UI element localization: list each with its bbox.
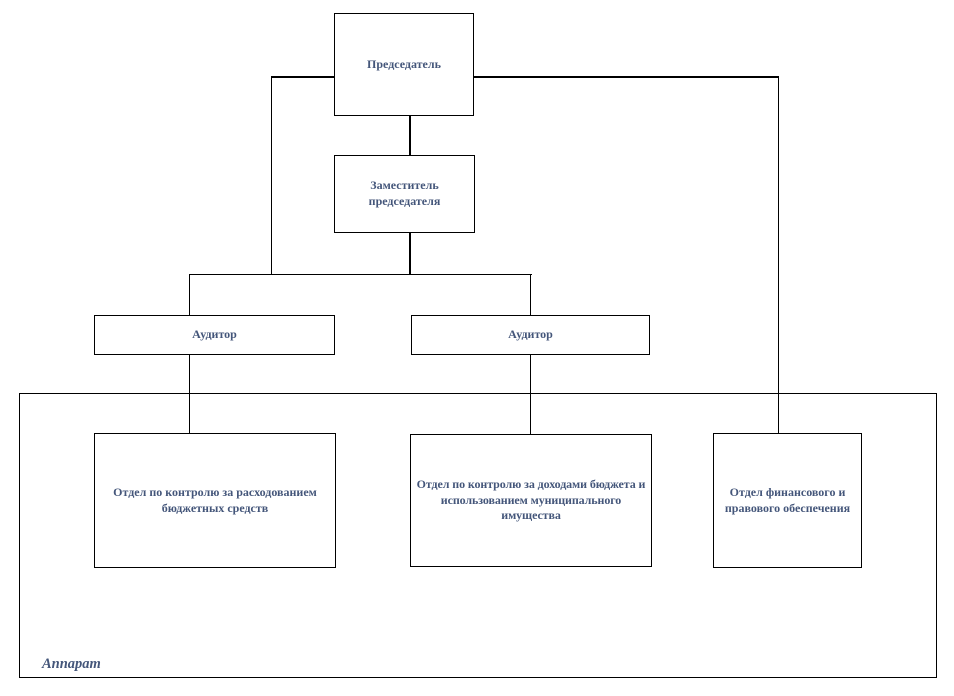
node-auditor-left: Аудитор (94, 315, 335, 355)
node-chairman-label: Председатель (367, 56, 441, 71)
connector-auditors-horizontal (188, 273, 532, 275)
node-dept-budget-revenue-municipal-property: Отдел по контролю за доходами бюджета и … (410, 434, 652, 567)
node-auditor-right: Аудитор (411, 315, 650, 355)
node-dept-financial-legal-support: Отдел финансового и правового обеспечени… (713, 433, 862, 568)
node-auditor-left-label: Аудитор (192, 327, 237, 342)
node-deputy-chairman-label: Заместитель председателя (368, 178, 441, 208)
node-chairman: Председатель (334, 13, 474, 116)
connector-chairman-right-vertical (777, 76, 779, 434)
node-dept-budget-expenditure-control: Отдел по контролю за расходованием бюдже… (94, 433, 336, 568)
connector-chairman-left-vertical (270, 76, 272, 275)
node-dept-financial-legal-support-label: Отдел финансового и правового обеспечени… (724, 484, 851, 515)
node-auditor-right-label: Аудитор (508, 327, 553, 342)
node-deputy-chairman: Заместитель председателя (334, 155, 475, 233)
apparatus-label: Аппарат (42, 656, 101, 672)
node-dept-budget-revenue-municipal-property-label: Отдел по контролю за доходами бюджета и … (416, 476, 646, 523)
connector-chairman-horizontal (271, 76, 778, 78)
node-dept-budget-expenditure-control-label: Отдел по контролю за расходованием бюдже… (113, 484, 317, 515)
